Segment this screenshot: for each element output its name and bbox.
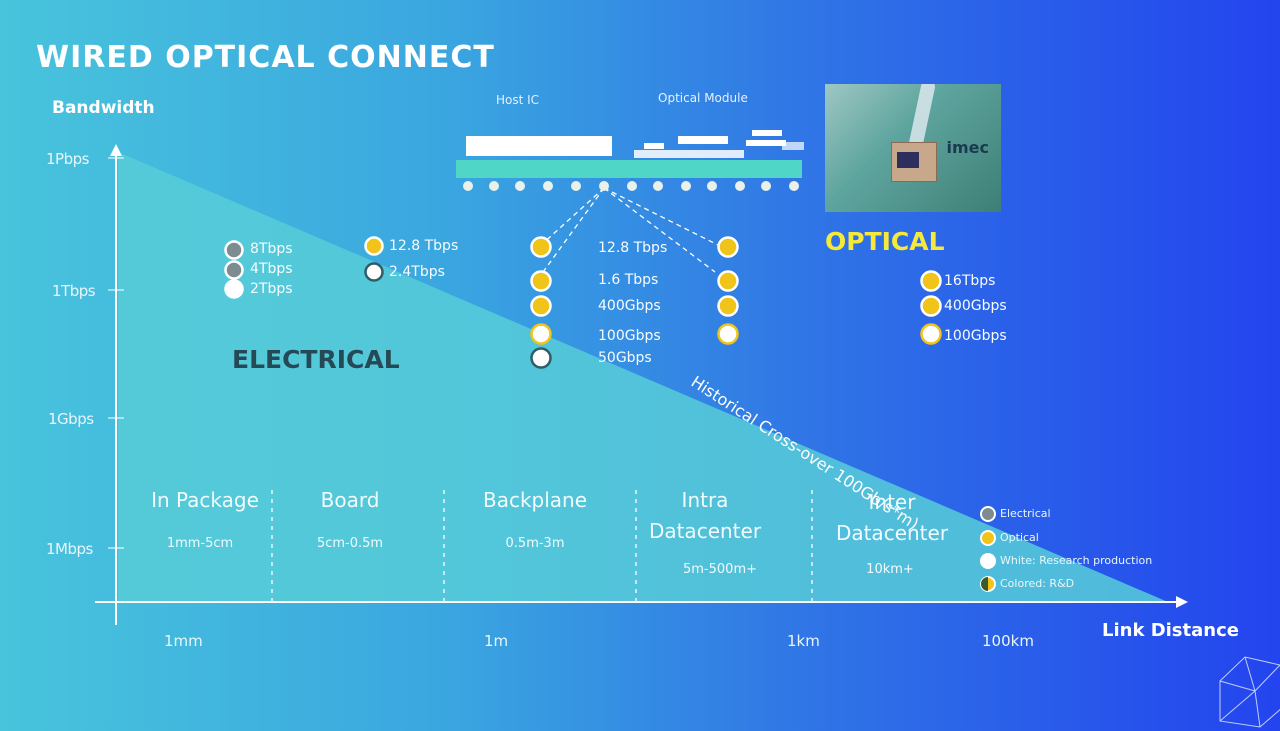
legend-white: White: Research production xyxy=(1000,554,1153,567)
value-label: 50Gbps xyxy=(598,350,652,366)
value-label: 2.4Tbps xyxy=(389,264,445,280)
y-axis-label: Bandwidth xyxy=(52,98,155,118)
imec-chip-photo: imec xyxy=(825,84,1001,212)
ytick-1gbps: 1Gbps xyxy=(48,410,94,428)
region-separators xyxy=(271,490,813,602)
host-ic-label: Host IC xyxy=(496,93,540,107)
value-label: 12.8 Tbps xyxy=(598,240,668,256)
y-axis-arrow xyxy=(110,144,122,156)
x-axis-arrow xyxy=(1176,596,1188,608)
electrical-region xyxy=(118,152,1168,602)
imec-logo: imec xyxy=(946,138,990,157)
region-intra-datacenter: Intra Datacenter xyxy=(648,488,762,543)
value-label: 1.6 Tbps xyxy=(598,272,659,288)
value-label: 4Tbps xyxy=(250,261,293,277)
value-label: 2Tbps xyxy=(250,281,293,297)
region-backplane: Backplane xyxy=(482,488,588,512)
region-board: Board xyxy=(320,488,380,512)
legend-colored: Colored: R&D xyxy=(1000,577,1075,590)
group4-dots xyxy=(920,270,942,345)
decorative-polyhedron-icon xyxy=(1219,656,1280,728)
range-in-package: 1mm-5cm xyxy=(166,536,234,551)
connection-lines xyxy=(539,187,721,273)
legend-optical: Optical xyxy=(1000,531,1039,544)
value-label: 12.8 Tbps xyxy=(389,238,459,254)
range-inter-datacenter: 10km+ xyxy=(866,562,914,577)
ytick-1pbps: 1Pbps xyxy=(46,150,89,168)
group1-dots xyxy=(224,240,244,299)
optical-module-label: Optical Module xyxy=(658,91,748,105)
chip-die-shape xyxy=(897,152,919,168)
group3-dots xyxy=(530,236,552,369)
page-title: WIRED OPTICAL CONNECT xyxy=(36,40,495,75)
value-label: 400Gbps xyxy=(598,298,661,314)
value-label: 16Tbps xyxy=(944,273,996,289)
fiber-shape xyxy=(907,84,937,151)
xtick-1m: 1m xyxy=(484,632,509,650)
optical-label: OPTICAL xyxy=(825,227,945,256)
range-backplane: 0.5m-3m xyxy=(505,536,565,551)
group3b-dots xyxy=(717,236,739,345)
value-label: 100Gbps xyxy=(944,328,1007,344)
legend-markers xyxy=(980,506,996,592)
value-label: 400Gbps xyxy=(944,298,1007,314)
electrical-label: ELECTRICAL xyxy=(232,345,400,374)
legend-electrical: Electrical xyxy=(1000,507,1051,520)
module-illustration xyxy=(456,130,804,191)
xtick-1mm: 1mm xyxy=(164,632,203,650)
value-label: 8Tbps xyxy=(250,241,293,257)
xtick-1km: 1km xyxy=(787,632,820,650)
range-board: 5cm-0.5m xyxy=(316,536,384,551)
group2-dots xyxy=(364,236,384,282)
x-axis-label: Link Distance xyxy=(1102,620,1239,641)
region-inter-datacenter: Inter Datacenter xyxy=(835,490,949,545)
ytick-1mbps: 1Mbps xyxy=(46,540,93,558)
range-intra-datacenter: 5m-500m+ xyxy=(683,562,757,577)
xtick-100km: 100km xyxy=(982,632,1034,650)
ytick-1tbps: 1Tbps xyxy=(52,282,96,300)
value-label: 100Gbps xyxy=(598,328,661,344)
region-in-package: In Package xyxy=(151,488,259,512)
